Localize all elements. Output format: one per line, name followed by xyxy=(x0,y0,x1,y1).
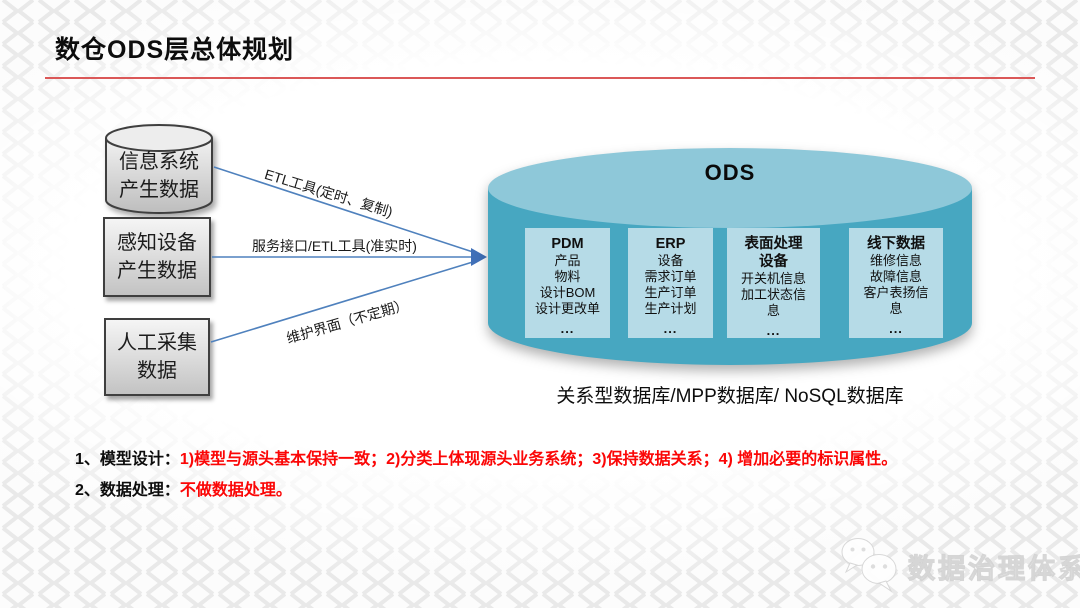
note-data-processing: 2、数据处理：不做数据处理。 xyxy=(75,481,292,502)
ods-box-item: 故障信息 xyxy=(869,269,922,285)
note-model-design: 1、模型设计：1)模型与源头基本保持一致；2)分类上体现源头业务系统；3)保持数… xyxy=(75,450,897,471)
ods-box-title: 线下数据 xyxy=(867,236,925,252)
ods-box-item: 生产订单 xyxy=(644,285,697,301)
note-label: 2、数据处理： xyxy=(75,482,180,499)
ods-box-item: 设备 xyxy=(657,253,684,269)
source-box-sensor-devices: 感知设备 产生数据 xyxy=(103,217,211,297)
arrow-head-icon xyxy=(471,248,487,266)
ods-box-ellipsis: ... xyxy=(663,320,678,336)
ods-box-ellipsis: ... xyxy=(560,320,575,336)
ods-box-item: 开关机信息 xyxy=(740,271,806,287)
watermark-text: 数据治理体系 xyxy=(908,553,1080,584)
ods-box-item: 加工状态信息 xyxy=(740,287,806,319)
ods-box-surface-equipment: 表面处理设备 开关机信息 加工状态信息 ... xyxy=(727,228,820,338)
ods-box-item: 物料 xyxy=(554,269,581,285)
source-label: 信息系统 产生数据 xyxy=(119,151,199,201)
note-label: 1、模型设计： xyxy=(75,451,180,468)
note-text: 1)模型与源头基本保持一致；2)分类上体现源头业务系统；3)保持数据关系；4) … xyxy=(179,451,898,468)
ods-box-item: 维修信息 xyxy=(869,253,922,269)
ods-box-item: 设计BOM xyxy=(539,285,596,301)
ods-box-item: 生产计划 xyxy=(644,301,697,317)
arrow-line-maintenance xyxy=(210,260,477,343)
ods-box-title: ERP xyxy=(655,236,686,252)
ods-box-ellipsis: ... xyxy=(766,322,781,338)
ods-box-item: 客户表扬信息 xyxy=(863,285,929,317)
page-title: 数仓ODS层总体规划 xyxy=(55,36,295,64)
source-cylinder-info-systems: 信息系统 产生数据 xyxy=(103,122,215,216)
ods-box-item: 产品 xyxy=(554,253,581,269)
ods-box-ellipsis: ... xyxy=(889,320,903,336)
ods-box-title: 表面处理设备 xyxy=(744,236,803,271)
ods-box-title: PDM xyxy=(551,236,584,252)
watermark: 数据治理体系 xyxy=(836,534,1080,598)
source-label: 人工采集 数据 xyxy=(117,332,197,382)
source-label: 感知设备 产生数据 xyxy=(117,232,197,282)
ods-box-offline-data: 线下数据 维修信息 故障信息 客户表扬信息 ... xyxy=(849,228,943,338)
ods-box-item: 设计更改单 xyxy=(534,301,600,317)
source-box-manual-collection: 人工采集 数据 xyxy=(104,318,210,396)
ods-title: ODS xyxy=(704,160,756,185)
ods-caption: 关系型数据库/MPP数据库/ NoSQL数据库 xyxy=(556,386,904,407)
ods-box-pdm: PDM 产品 物料 设计BOM 设计更改单 ... xyxy=(525,228,610,338)
ods-box-erp: ERP 设备 需求订单 生产订单 生产计划 ... xyxy=(628,228,713,338)
arrow-line-etl xyxy=(213,166,477,254)
title-underline xyxy=(45,77,1035,79)
note-text: 不做数据处理。 xyxy=(179,482,292,499)
cylinder-shape-icon xyxy=(105,124,213,214)
ods-box-item: 需求订单 xyxy=(644,269,697,285)
flow-label-service: 服务接口/ETL工具(准实时) xyxy=(252,238,417,254)
wechat-logo-icon xyxy=(841,538,897,593)
